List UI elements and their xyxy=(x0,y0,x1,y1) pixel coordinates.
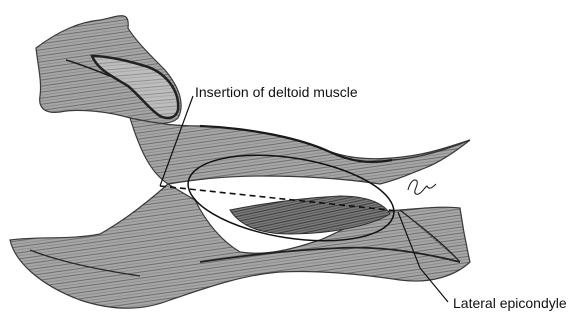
signature-mark xyxy=(408,180,436,194)
distal-humerus xyxy=(10,184,470,308)
proximal-humerus xyxy=(36,16,181,124)
lateral-epicondyle-label: Lateral epicondyle xyxy=(453,295,567,311)
deltoid-insertion-label: Insertion of deltoid muscle xyxy=(195,84,358,100)
